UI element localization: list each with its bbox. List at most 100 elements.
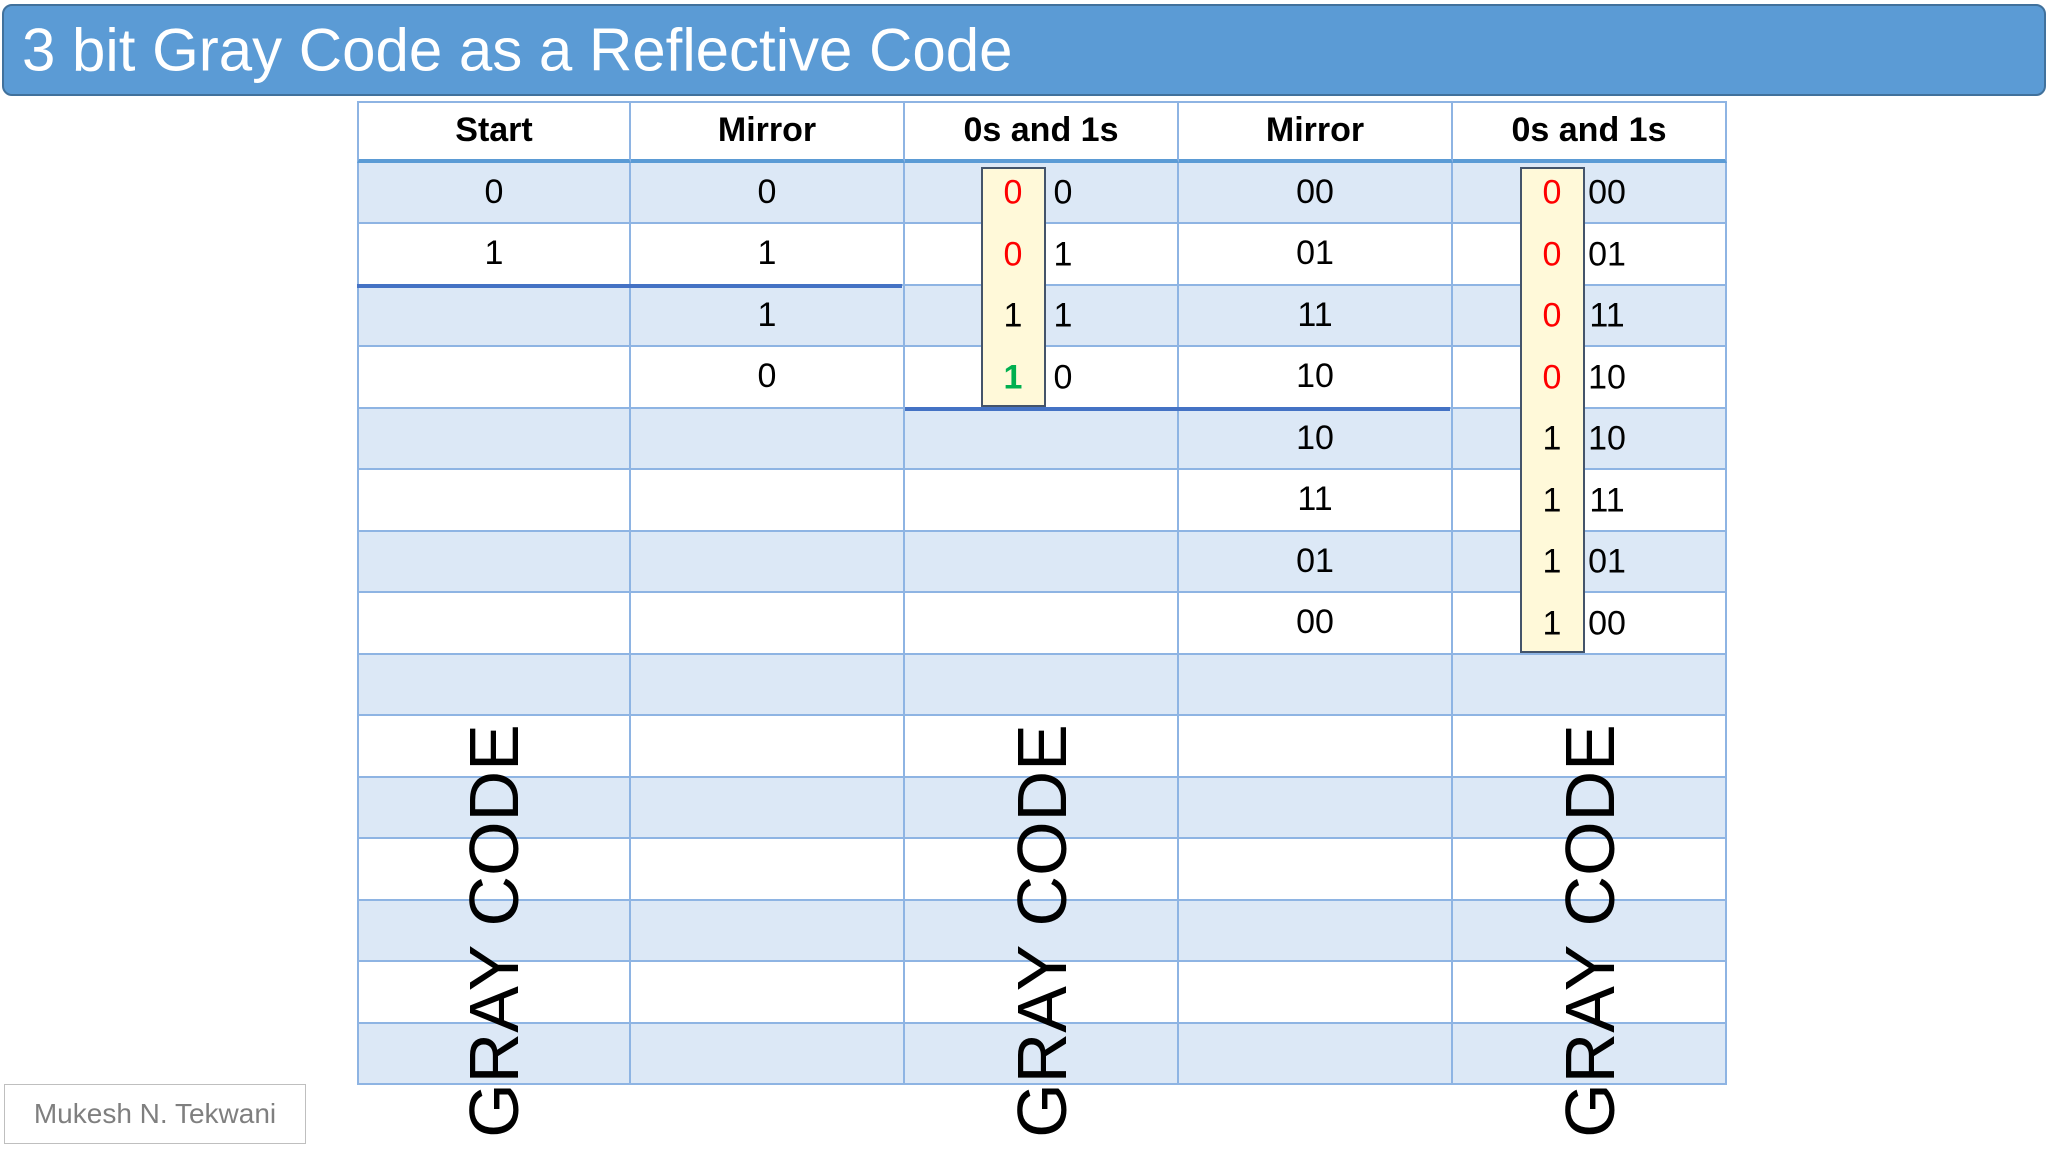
column-header: Mirror xyxy=(1179,101,1453,163)
table-cell: 11 xyxy=(1179,285,1453,347)
table-cell xyxy=(905,839,1179,901)
col5-suffix-bits: 00 xyxy=(1588,604,1626,643)
table-cell xyxy=(1179,962,1453,1024)
table-row xyxy=(357,962,1727,1024)
table-cell xyxy=(631,408,905,470)
table-cell xyxy=(905,1023,1179,1085)
col5-suffix-bits: 00 xyxy=(1588,173,1626,212)
title-bar: 3 bit Gray Code as a Reflective Code xyxy=(2,4,2046,96)
table-cell xyxy=(1453,900,1727,962)
table-cell xyxy=(631,470,905,532)
table-cell: 0 xyxy=(357,162,631,224)
table-cell: 1 xyxy=(631,224,905,286)
table-cell xyxy=(1453,716,1727,778)
col5-suffix-bits: 11 xyxy=(1589,296,1625,335)
table-cell xyxy=(1453,408,1727,470)
table-cell xyxy=(905,900,1179,962)
col5-prefix-bit: 1 xyxy=(1542,419,1562,458)
col3-prefix-bit: 1 xyxy=(1003,358,1023,397)
table-cell xyxy=(905,654,1179,716)
column-header: 0s and 1s xyxy=(1453,101,1727,163)
col3-suffix-bits: 1 xyxy=(1053,235,1073,274)
table-cell xyxy=(1179,716,1453,778)
table-cell xyxy=(905,777,1179,839)
table-cell xyxy=(1453,531,1727,593)
col5-suffix-bits: 10 xyxy=(1588,358,1626,397)
col5-suffix-bits: 10 xyxy=(1588,419,1626,458)
col3-prefix-bit: 0 xyxy=(1003,173,1023,212)
table-cell xyxy=(1453,224,1727,286)
table-cell xyxy=(1453,347,1727,409)
mirror-divider xyxy=(357,283,902,288)
table-row xyxy=(357,1023,1727,1085)
col3-suffix-bits: 0 xyxy=(1053,358,1073,397)
table-cell xyxy=(357,777,631,839)
col5-prefix-bit: 0 xyxy=(1542,173,1562,212)
table-cell xyxy=(1453,285,1727,347)
table-row: 10 xyxy=(357,408,1727,470)
table-cell: 10 xyxy=(1179,408,1453,470)
table-cell xyxy=(631,531,905,593)
col5-prefix-bit: 1 xyxy=(1542,481,1562,520)
table-row xyxy=(357,654,1727,716)
col3-prefix-bit: 0 xyxy=(1003,235,1023,274)
table-row: 11 xyxy=(357,470,1727,532)
col5-prefix-bit: 0 xyxy=(1542,358,1562,397)
table-cell xyxy=(357,285,631,347)
col3-suffix-bits: 1 xyxy=(1053,296,1073,335)
table-cell: 11 xyxy=(1179,470,1453,532)
table-row: 00 xyxy=(357,593,1727,655)
table-cell xyxy=(905,408,1179,470)
col5-prefix-bit: 1 xyxy=(1542,604,1562,643)
col5-suffix-bits: 01 xyxy=(1588,235,1626,274)
table-cell xyxy=(905,531,1179,593)
table-cell xyxy=(1179,777,1453,839)
column-header: Mirror xyxy=(631,101,905,163)
slide-title: 3 bit Gray Code as a Reflective Code xyxy=(22,16,1013,84)
table-cell xyxy=(357,347,631,409)
col5-suffix-bits: 11 xyxy=(1589,481,1625,520)
table-cell xyxy=(1179,1023,1453,1085)
table-cell xyxy=(357,654,631,716)
table-cell: 00 xyxy=(1179,162,1453,224)
col3-prefix-bit: 1 xyxy=(1003,296,1023,335)
table-cell xyxy=(357,716,631,778)
table-row xyxy=(357,839,1727,901)
table-cell xyxy=(357,470,631,532)
col5-suffix-bits: 01 xyxy=(1588,542,1626,581)
vertical-gray-code-label: GRAY CODE xyxy=(454,724,533,1138)
table-cell xyxy=(357,839,631,901)
table-cell: 01 xyxy=(1179,224,1453,286)
column-header: 0s and 1s xyxy=(905,101,1179,163)
col3-highlight xyxy=(981,166,1046,407)
table-cell: 0 xyxy=(631,162,905,224)
table-cell xyxy=(631,716,905,778)
table-cell xyxy=(631,839,905,901)
table-cell xyxy=(357,408,631,470)
table-row xyxy=(357,777,1727,839)
col3-suffix-bits: 0 xyxy=(1053,173,1073,212)
vertical-gray-code-label: GRAY CODE xyxy=(1002,724,1081,1138)
table-cell xyxy=(1453,962,1727,1024)
table-cell xyxy=(631,777,905,839)
table-cell xyxy=(631,1023,905,1085)
table-cell xyxy=(631,900,905,962)
table-cell xyxy=(905,716,1179,778)
table-cell xyxy=(357,962,631,1024)
table-cell xyxy=(357,593,631,655)
table-cell xyxy=(357,900,631,962)
col5-prefix-bit: 0 xyxy=(1542,296,1562,335)
table-cell xyxy=(1453,1023,1727,1085)
table-cell xyxy=(1179,654,1453,716)
table-cell xyxy=(357,1023,631,1085)
table-cell xyxy=(1179,900,1453,962)
table-cell: 00 xyxy=(1179,593,1453,655)
table-cell: 01 xyxy=(1179,531,1453,593)
table-cell xyxy=(905,593,1179,655)
column-header: Start xyxy=(357,101,631,163)
col5-prefix-bit: 1 xyxy=(1542,542,1562,581)
table-row xyxy=(357,716,1727,778)
table-cell xyxy=(1453,593,1727,655)
